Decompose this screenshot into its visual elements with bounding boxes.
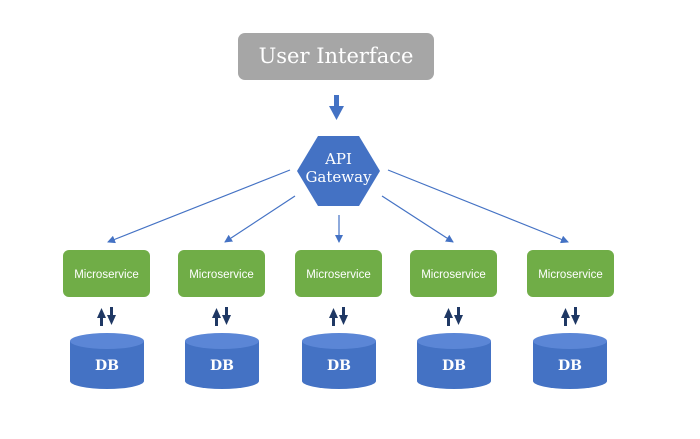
api-gateway-node: API Gateway <box>297 136 380 206</box>
microservice-node-2: Microservice <box>178 250 265 297</box>
db-label: DB <box>558 358 582 374</box>
gateway-fanout-arrows <box>107 169 569 244</box>
bidirectional-arrow-icon-1 <box>97 307 116 326</box>
bidirectional-arrow-icon-2 <box>212 307 231 326</box>
db-cylinder-icon <box>70 341 144 389</box>
db-cylinder-icon <box>417 341 491 389</box>
microservice-label: Microservice <box>421 269 486 281</box>
bidirectional-arrow-icon-5 <box>561 307 580 326</box>
bidirectional-arrow-icon-4 <box>444 307 463 326</box>
bidirectional-arrow-icon-3 <box>329 307 348 326</box>
arrow-to-service-5 <box>387 169 569 244</box>
microservice-label: Microservice <box>538 269 603 281</box>
microservice-box <box>178 250 265 297</box>
ui-to-gateway-arrow <box>329 95 344 120</box>
microservice-node-5: Microservice <box>527 250 614 297</box>
microservice-node-3: Microservice <box>295 250 382 297</box>
microservice-node-4: Microservice <box>410 250 497 297</box>
arrow-to-service-1 <box>107 169 291 244</box>
arrow-to-service-2 <box>224 195 296 243</box>
microservice-label: Microservice <box>189 269 254 281</box>
microservice-box <box>295 250 382 297</box>
microservice-box <box>527 250 614 297</box>
db-node-3: DB <box>302 333 376 389</box>
db-node-1: DB <box>70 333 144 389</box>
db-cylinder-icon <box>533 341 607 389</box>
microservice-label: Microservice <box>74 269 139 281</box>
user-interface-node: User Interface <box>238 33 434 80</box>
api-gateway-label-line1: API <box>324 150 352 168</box>
db-label: DB <box>210 358 234 374</box>
bidirectional-arrows <box>97 307 580 326</box>
db-node-2: DB <box>185 333 259 389</box>
microservice-node-1: Microservice <box>63 250 150 297</box>
user-interface-label: User Interface <box>259 44 414 68</box>
db-label: DB <box>442 358 466 374</box>
microservice-box <box>410 250 497 297</box>
db-label: DB <box>327 358 351 374</box>
microservice-box <box>63 250 150 297</box>
db-cylinder-icon <box>302 341 376 389</box>
db-node-4: DB <box>417 333 491 389</box>
arrow-to-service-4 <box>381 195 454 243</box>
api-gateway-label-line2: Gateway <box>305 168 372 186</box>
db-node-5: DB <box>533 333 607 389</box>
api-gateway-hexagon <box>297 136 380 206</box>
db-cylinder-icon <box>185 341 259 389</box>
microservice-label: Microservice <box>306 269 371 281</box>
user-interface-box <box>238 33 434 80</box>
db-label: DB <box>95 358 119 374</box>
